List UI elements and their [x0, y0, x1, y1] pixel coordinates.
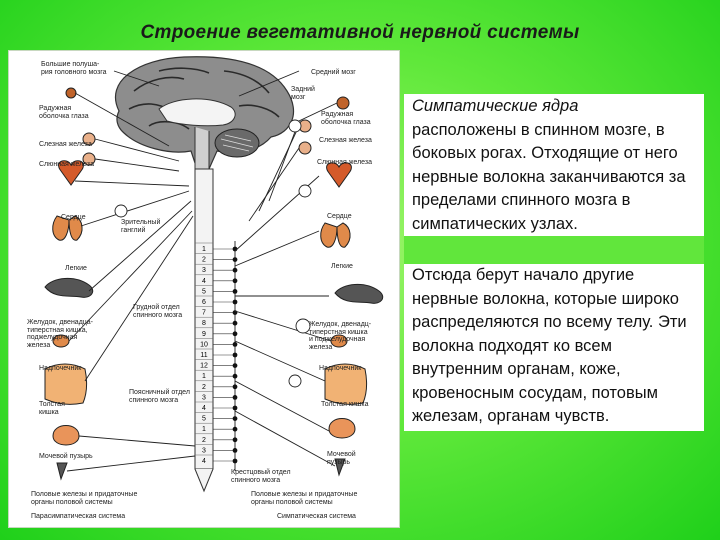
sympathetic-ganglion [232, 363, 238, 368]
label-heart-right: Сердце [327, 213, 352, 220]
segment-number: 10 [200, 341, 208, 348]
label-parasympathetic-system: Парасимпатическая система [31, 513, 126, 520]
emphasis-term: Симпатические ядра [412, 97, 579, 115]
page-title: Строение вегетативной нервной системы [140, 22, 580, 43]
label-sympathetic-system: Симпатическая система [277, 513, 356, 520]
segment-number: 2 [202, 437, 206, 444]
label-salivary-right: Слюнная железа [317, 159, 373, 166]
label-hemispheres: Большие полуша- рия головного мозга [41, 61, 107, 76]
label-thoracic: Грудной отдел спинного мозга [133, 304, 183, 319]
label-midbrain: Средний мозг [311, 69, 356, 76]
label-iris-left: Радужная оболочка глаза [39, 105, 89, 120]
label-colon-left: Толстая кишка [39, 401, 65, 416]
right-organs [298, 96, 384, 477]
segment-number: 1 [202, 426, 206, 433]
label-salivary-left: Слюнная железа [39, 161, 95, 168]
sympathetic-ganglion [232, 267, 238, 273]
sympathetic-ganglion [232, 405, 238, 411]
label-iris-right: Радужная оболочка глаза [321, 111, 371, 126]
sympathetic-ganglion [232, 426, 238, 432]
paragraph-distribution: Отсюда берут начало другие нервные волок… [412, 266, 687, 425]
segment-number: 5 [202, 416, 206, 423]
sympathetic-ganglion [232, 373, 238, 379]
sympathetic-ganglion [232, 416, 238, 421]
sympathetic-ganglion [232, 278, 238, 284]
label-heart-left: Сердце [61, 214, 86, 221]
description-panel: Симпатические ядра расположены в спинном … [404, 94, 704, 431]
sympathetic-ganglion [232, 458, 238, 464]
label-lacrimal-left: Слезная железа [39, 141, 92, 148]
sympathetic-ganglion [232, 331, 238, 337]
label-bladder-right: Мочевой пузырь [327, 451, 356, 466]
sympathetic-ganglion [232, 289, 238, 294]
label-stomach-right: Желудок, двенадц- типерстная кишка и под… [309, 321, 372, 351]
sympathetic-ganglion [232, 437, 238, 443]
label-sacral: Крестцовый отдел спинного мозга [231, 469, 291, 484]
label-lumbar: Поясничный отдел спинного мозга [129, 389, 190, 404]
label-bladder-left: Мочевой пузырь [39, 453, 93, 460]
segment-number: 12 [200, 363, 208, 370]
paragraph-gap [404, 236, 704, 264]
paragraph-sympathetic-nuclei: Симпатические ядра расположены в спинном … [404, 94, 704, 236]
segment-number: 1 [202, 246, 206, 253]
sympathetic-ganglion [232, 257, 238, 262]
sympathetic-nerves [234, 70, 338, 467]
label-adrenal-left: Надпочечник [39, 365, 82, 372]
sympathetic-ganglion [232, 320, 238, 326]
sympathetic-ganglion [232, 352, 238, 358]
brain-illustration [114, 56, 295, 172]
label-stomach-left: Желудок, двенадца- типерстная кишка, под… [27, 319, 94, 349]
segment-number: 1 [202, 373, 206, 380]
segment-number: 3 [202, 267, 206, 274]
sympathetic-ganglion [232, 299, 238, 305]
segment-number: 4 [202, 278, 206, 285]
label-colon-right: Толстая кишка [321, 401, 369, 408]
segment-number: 6 [202, 299, 206, 306]
sympathetic-ganglion [232, 384, 238, 390]
parasympathetic-nerves [66, 70, 196, 472]
segment-number: 2 [202, 384, 206, 391]
label-genitals-left: Половые железы и придаточные органы поло… [31, 491, 138, 506]
segment-number: 4 [202, 458, 206, 465]
segment-number: 7 [202, 310, 206, 317]
sympathetic-ganglion [232, 342, 238, 347]
segment-number: 5 [202, 288, 206, 295]
segment-number: 2 [202, 257, 206, 264]
segment-number: 9 [202, 331, 206, 338]
left-organs [44, 87, 96, 481]
label-genitals-right: Половые железы и придаточные органы поло… [251, 491, 358, 506]
segment-number: 8 [202, 320, 206, 327]
label-adrenal-right: Надпочечник [319, 365, 362, 372]
sympathetic-ganglion [232, 310, 238, 315]
segment-number: 4 [202, 405, 206, 412]
label-hindbrain: Задний мозг [291, 86, 315, 101]
segment-number: 11 [200, 352, 207, 359]
label-optic-ganglion: Зрительный ганглий [121, 219, 161, 234]
label-lungs-left: Легкие [65, 265, 87, 272]
sympathetic-ganglion [232, 448, 238, 453]
paragraph-1-text: расположены в спинном мозге, в боковых р… [412, 120, 686, 233]
segment-number: 3 [202, 394, 206, 401]
label-lungs-right: Легкие [331, 263, 353, 270]
label-lacrimal-right: Слезная железа [319, 137, 372, 144]
sympathetic-ganglion [232, 395, 238, 400]
segment-number: 3 [202, 447, 206, 454]
